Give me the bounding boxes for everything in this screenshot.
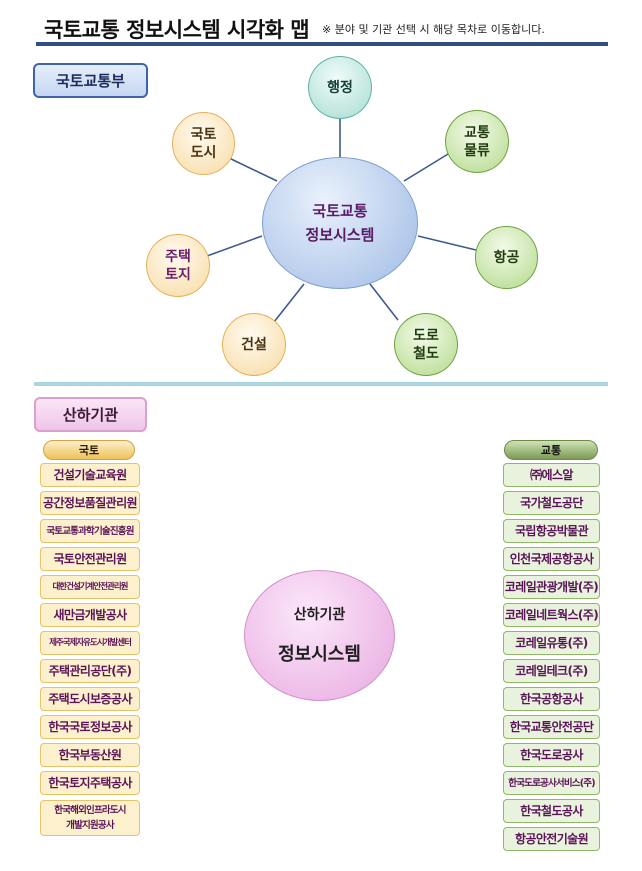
affiliates-center-line2: 정보시스템	[278, 643, 361, 665]
land-org-item[interactable]: 한국해외인프라도시 개발지원공사	[40, 800, 140, 836]
land-org-item[interactable]: 대한건설기계안전관리원	[40, 575, 140, 599]
transport-org-item[interactable]: 코레일테크(주)	[503, 659, 600, 683]
transport-org-item[interactable]: 국가철도공단	[503, 491, 600, 515]
field-housing-land[interactable]: 주택 토지	[146, 234, 210, 297]
land-column-header: 국토	[43, 440, 135, 460]
transport-org-item[interactable]: 코레일네트웍스(주)	[503, 603, 600, 627]
field-transport-logistics[interactable]: 교통 물류	[445, 110, 509, 173]
link-housing-land	[206, 235, 263, 257]
field-construction[interactable]: 건설	[222, 313, 286, 376]
land-org-item[interactable]: 한국부동산원	[40, 743, 140, 767]
transport-org-item[interactable]: 한국도로공사	[503, 743, 600, 767]
field-admin[interactable]: 행정	[308, 56, 372, 119]
land-org-item[interactable]: 주택관리공단(주)	[40, 659, 140, 683]
transport-org-item[interactable]: ㈜에스알	[503, 463, 600, 487]
page-header: 국토교통 정보시스템 시각화 맵 ※ 분야 및 기관 선택 시 해당 목차로 이…	[36, 12, 606, 48]
transport-org-item[interactable]: 한국공항공사	[503, 687, 600, 711]
field-road-rail[interactable]: 도로 철도	[394, 313, 458, 376]
link-road-rail	[369, 283, 399, 321]
land-org-item[interactable]: 건설기술교육원	[40, 463, 140, 487]
link-aviation	[417, 235, 477, 251]
land-org-item[interactable]: 국토교통과학기술진흥원	[40, 519, 140, 543]
land-org-item[interactable]: 한국토지주택공사	[40, 771, 140, 795]
affiliates-center-line1: 산하기관	[293, 606, 346, 623]
land-org-item[interactable]: 새만금개발공사	[40, 603, 140, 627]
affiliates-systems-center[interactable]: 산하기관 정보시스템	[244, 570, 395, 701]
transport-org-item[interactable]: 한국도로공사서비스(주)	[503, 771, 600, 795]
field-land-city[interactable]: 국토 도시	[172, 112, 235, 175]
transport-org-item[interactable]: 항공안전기술원	[503, 827, 600, 851]
land-org-item[interactable]: 국토안전관리원	[40, 547, 140, 571]
ministry-systems-center[interactable]: 국토교통 정보시스템	[262, 157, 418, 289]
transport-org-item[interactable]: 코레일관광개발(주)	[503, 575, 600, 599]
land-org-item[interactable]: 한국국토정보공사	[40, 715, 140, 739]
transport-column-header: 교통	[504, 440, 598, 460]
section-divider	[34, 382, 608, 386]
ministry-section-label: 국토교통부	[33, 63, 148, 98]
transport-org-item[interactable]: 코레일유통(주)	[503, 631, 600, 655]
link-land-city	[228, 157, 278, 182]
link-construction	[273, 283, 305, 323]
transport-org-item[interactable]: 한국교통안전공단	[503, 715, 600, 739]
page-title: 국토교통 정보시스템 시각화 맵	[44, 18, 310, 42]
affiliates-section-label: 산하기관	[34, 397, 147, 432]
land-org-item[interactable]: 공간정보품질관리원	[40, 491, 140, 515]
title-underline	[36, 42, 608, 46]
land-org-item[interactable]: 제주국제자유도시개발센터	[40, 631, 140, 655]
transport-org-item[interactable]: 국립항공박물관	[503, 519, 600, 543]
transport-org-item[interactable]: 인천국제공항공사	[503, 547, 600, 571]
transport-org-item[interactable]: 한국철도공사	[503, 799, 600, 823]
navigation-note: ※ 분야 및 기관 선택 시 해당 목차로 이동합니다.	[322, 23, 545, 36]
land-org-item[interactable]: 주택도시보증공사	[40, 687, 140, 711]
link-transport-logistics	[403, 150, 454, 182]
field-aviation[interactable]: 항공	[475, 226, 538, 289]
